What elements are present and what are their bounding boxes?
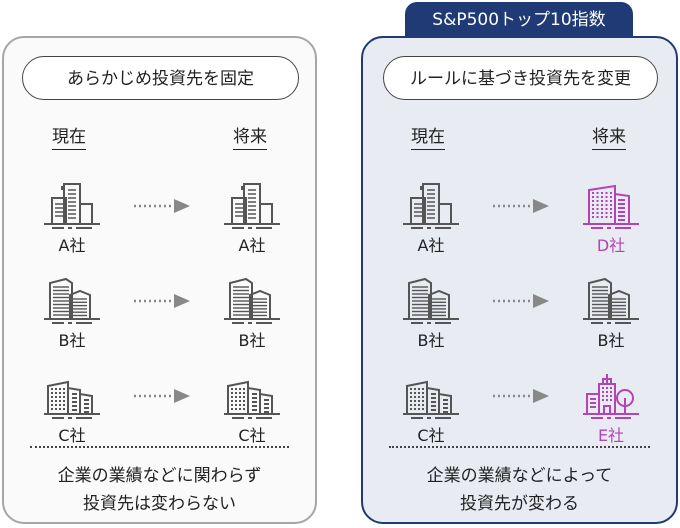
current-company-label: A社 (58, 236, 86, 255)
dotted-arrow-icon (493, 293, 551, 308)
current-company-label: B社 (58, 331, 86, 350)
future-company-label: B社 (238, 331, 266, 350)
current-company-label: C社 (58, 426, 86, 445)
office-buildings-icon (222, 180, 282, 230)
skyscrapers-icon (222, 275, 282, 325)
apartment-buildings-icon (581, 180, 641, 230)
current-company-label: A社 (417, 236, 445, 255)
office-buildings-icon (42, 180, 102, 230)
footer-line-2: 投資先は変わらない (83, 494, 236, 514)
office-buildings-icon (401, 180, 461, 230)
company-row: B社 B社 (4, 275, 315, 365)
company-row: A社 D社 (363, 180, 676, 270)
dotted-arrow-icon (134, 293, 192, 308)
dotted-arrow-icon (493, 388, 551, 403)
current-company-label: B社 (417, 331, 445, 350)
footer-line-1: 企業の業績などによって (426, 466, 613, 486)
rule-based-pill: ルールに基づき投資先を変更 (383, 56, 658, 100)
low-rise-buildings-icon (401, 370, 461, 420)
future-company-label: E社 (597, 426, 625, 445)
future-heading: 将来 (233, 122, 267, 150)
company-row: C社 C社 (4, 370, 315, 460)
fixed-investment-panel: あらかじめ投資先を固定 現在 将来 A社 A社 B社 B社 C社 C社 企業の業績などに関… (2, 36, 317, 524)
dotted-separator (30, 446, 289, 448)
dotted-arrow-icon (493, 198, 551, 213)
panel-footer: 企業の業績などによって 投資先が変わる (363, 462, 676, 518)
skyscrapers-icon (42, 275, 102, 325)
skyscrapers-icon (581, 275, 641, 325)
low-rise-buildings-icon (222, 370, 282, 420)
future-company-label: D社 (596, 236, 626, 255)
skyscrapers-icon (401, 275, 461, 325)
company-row: A社 A社 (4, 180, 315, 270)
index-tab: S&P500トップ10指数 (405, 2, 633, 38)
footer-line-2: 投資先が変わる (460, 494, 579, 514)
rule-based-panel: ルールに基づき投資先を変更 現在 将来 A社 D社 B社 B社 C社 E社 企業の業績など… (361, 36, 678, 524)
low-rise-buildings-icon (42, 370, 102, 420)
company-row: B社 B社 (363, 275, 676, 365)
dotted-separator (389, 446, 650, 448)
now-heading: 現在 (411, 122, 445, 150)
building-with-tree-icon (581, 370, 641, 420)
company-row: C社 E社 (363, 370, 676, 460)
current-company-label: C社 (417, 426, 445, 445)
dotted-arrow-icon (134, 198, 192, 213)
future-company-label: A社 (238, 236, 266, 255)
future-company-label: C社 (238, 426, 266, 445)
dotted-arrow-icon (134, 388, 192, 403)
panel-footer: 企業の業績などに関わらず 投資先は変わらない (4, 462, 315, 518)
now-heading: 現在 (52, 122, 86, 150)
fixed-investment-pill: あらかじめ投資先を固定 (22, 56, 299, 100)
footer-line-1: 企業の業績などに関わらず (57, 466, 262, 486)
future-company-label: B社 (597, 331, 625, 350)
future-heading: 将来 (592, 122, 626, 150)
